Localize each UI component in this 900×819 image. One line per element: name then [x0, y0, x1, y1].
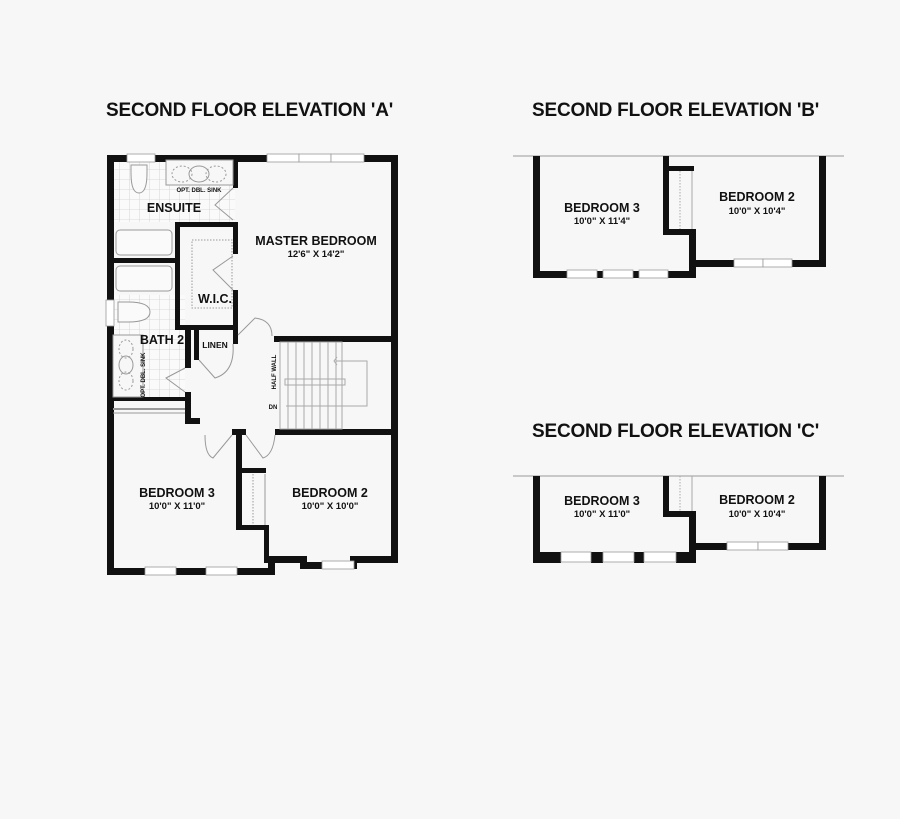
ensuite-label: ENSUITE — [147, 201, 201, 215]
bedroom3-label: BEDROOM 3 — [139, 486, 215, 500]
master-bedroom-label: MASTER BEDROOM — [255, 234, 377, 248]
windows — [105, 153, 365, 576]
plan-b: BEDROOM 3 10'0" X 11'4" BEDROOM 2 10'0" … — [513, 155, 844, 279]
wic-label: W.I.C. — [198, 292, 232, 306]
bath2-sink-label: OPT. DBL. SINK — [141, 352, 147, 398]
plan-a-title: SECOND FLOOR ELEVATION 'A' — [106, 100, 394, 121]
plan-b-bedroom3-label: BEDROOM 3 — [564, 201, 640, 215]
plan-c-bedroom3-dims: 10'0" X 11'0" — [574, 509, 630, 520]
plan-c: BEDROOM 3 10'0" X 11'0" BEDROOM 2 10'0" … — [513, 475, 844, 563]
ensuite-sink-label: OPT. DBL. SINK — [176, 188, 222, 194]
half-wall-label: HALF WALL — [272, 354, 278, 389]
bedroom2-label: BEDROOM 2 — [292, 486, 368, 500]
bedroom3-dims: 10'0" X 11'0" — [149, 501, 205, 512]
plan-b-bedroom3-dims: 10'0" X 11'4" — [574, 216, 630, 227]
plan-b-bedroom2-dims: 10'0" X 10'4" — [729, 206, 786, 217]
fixtures — [112, 159, 368, 525]
master-bedroom-dims: 12'6" X 14'2" — [288, 249, 345, 260]
linen-label: LINEN — [202, 340, 228, 350]
plan-c-bedroom2-label: BEDROOM 2 — [719, 493, 795, 507]
bedroom2-dims: 10'0" X 10'0" — [302, 501, 359, 512]
plan-b-bedroom2-label: BEDROOM 2 — [719, 190, 795, 204]
plan-c-bedroom2-dims: 10'0" X 10'4" — [729, 509, 786, 520]
bath2-label: BATH 2 — [140, 333, 184, 347]
stairs-down-label: DN — [269, 405, 278, 411]
plan-c-title: SECOND FLOOR ELEVATION 'C' — [532, 421, 820, 442]
plan-a: OPT. DBL. SINK ENSUITE MASTER BEDROOM 12… — [105, 153, 398, 576]
plan-b-title: SECOND FLOOR ELEVATION 'B' — [532, 100, 820, 121]
stairs — [279, 341, 368, 430]
plan-c-bedroom3-label: BEDROOM 3 — [564, 494, 640, 508]
